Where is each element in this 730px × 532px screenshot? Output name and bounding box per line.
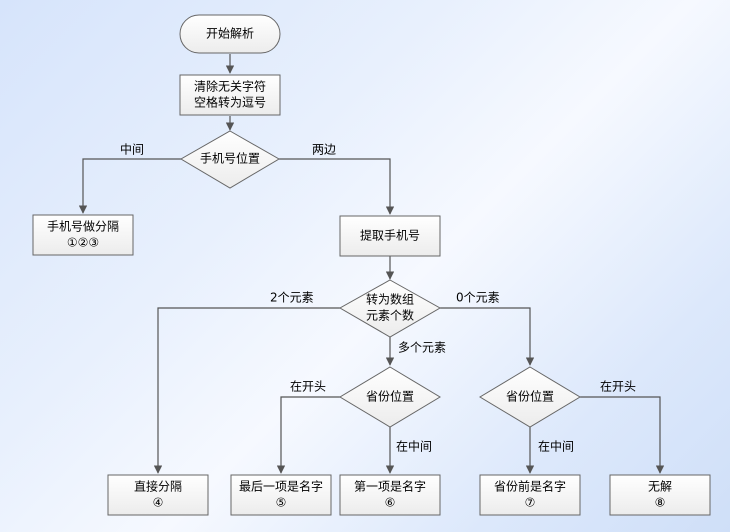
node-array-count-line1: 转为数组 (366, 292, 414, 307)
node-phone-position-label: 手机号位置 (200, 151, 260, 166)
label-at-start-left: 在开头 (290, 380, 326, 394)
node-phone-separate-line1: 手机号做分隔 (47, 219, 119, 234)
node-direct-separate-line1: 直接分隔 (134, 479, 182, 494)
node-clean: 清除无关字符 空格转为逗号 (179, 74, 281, 116)
node-extract-phone: 提取手机号 (339, 215, 441, 257)
edge-phonepos-phonesep (78, 158, 181, 214)
node-direct-separate: 直接分隔 ④ (107, 474, 209, 516)
edge-provleft-lastname (276, 396, 340, 474)
label-zero-elements: 0个元素 (456, 291, 500, 305)
node-clean-line2: 空格转为逗号 (194, 95, 266, 110)
edge-array-provright (440, 307, 535, 366)
node-province-position-left: 省份位置 (339, 366, 441, 428)
node-phone-separate: 手机号做分隔 ①②③ (32, 214, 134, 256)
edge-labels: 中间 两边 2个元素 0个元素 多个元素 在开头 在中间 在中间 在开头 (120, 142, 636, 454)
label-middle: 中间 (120, 142, 144, 157)
node-before-province-name-line1: 省份前是名字 (494, 479, 566, 494)
node-extract-phone-label: 提取手机号 (360, 228, 420, 243)
node-last-is-name-line1: 最后一项是名字 (239, 479, 323, 494)
node-start: 开始解析 (179, 14, 281, 54)
label-both-sides: 两边 (312, 143, 336, 157)
node-phone-position: 手机号位置 (180, 130, 280, 189)
node-phone-separate-line2: ①②③ (67, 236, 99, 250)
node-province-position-right: 省份位置 (479, 366, 581, 428)
node-no-solution: 无解 ⑧ (609, 474, 711, 516)
node-start-label: 开始解析 (206, 27, 254, 41)
node-last-is-name: 最后一项是名字 ⑤ (230, 474, 332, 516)
label-many-elements: 多个元素 (398, 341, 446, 355)
label-in-middle-left: 在中间 (396, 439, 432, 454)
node-first-is-name: 第一项是名字 ⑥ (339, 474, 441, 516)
node-clean-line1: 清除无关字符 (194, 79, 266, 94)
node-array-count-line2: 元素个数 (366, 308, 414, 323)
node-province-position-left-label: 省份位置 (366, 389, 414, 404)
node-before-province-name-line2: ⑦ (525, 496, 536, 510)
node-province-position-right-label: 省份位置 (506, 389, 554, 404)
node-no-solution-line2: ⑧ (655, 496, 666, 510)
label-at-start-right: 在开头 (600, 380, 636, 394)
edge-phonepos-extract (279, 158, 395, 215)
edge-provright-nosolution (580, 396, 665, 474)
node-direct-separate-line2: ④ (153, 496, 164, 510)
connectors (78, 54, 665, 474)
node-array-count: 转为数组 元素个数 (338, 279, 442, 338)
node-before-province-name: 省份前是名字 ⑦ (479, 474, 581, 516)
node-last-is-name-line2: ⑤ (276, 496, 287, 510)
edge-array-directsep (153, 307, 340, 474)
label-two-elements: 2个元素 (270, 291, 314, 305)
node-first-is-name-line1: 第一项是名字 (354, 479, 426, 494)
label-in-middle-right: 在中间 (538, 439, 574, 454)
node-first-is-name-line2: ⑥ (385, 496, 396, 510)
node-no-solution-line1: 无解 (648, 480, 672, 494)
